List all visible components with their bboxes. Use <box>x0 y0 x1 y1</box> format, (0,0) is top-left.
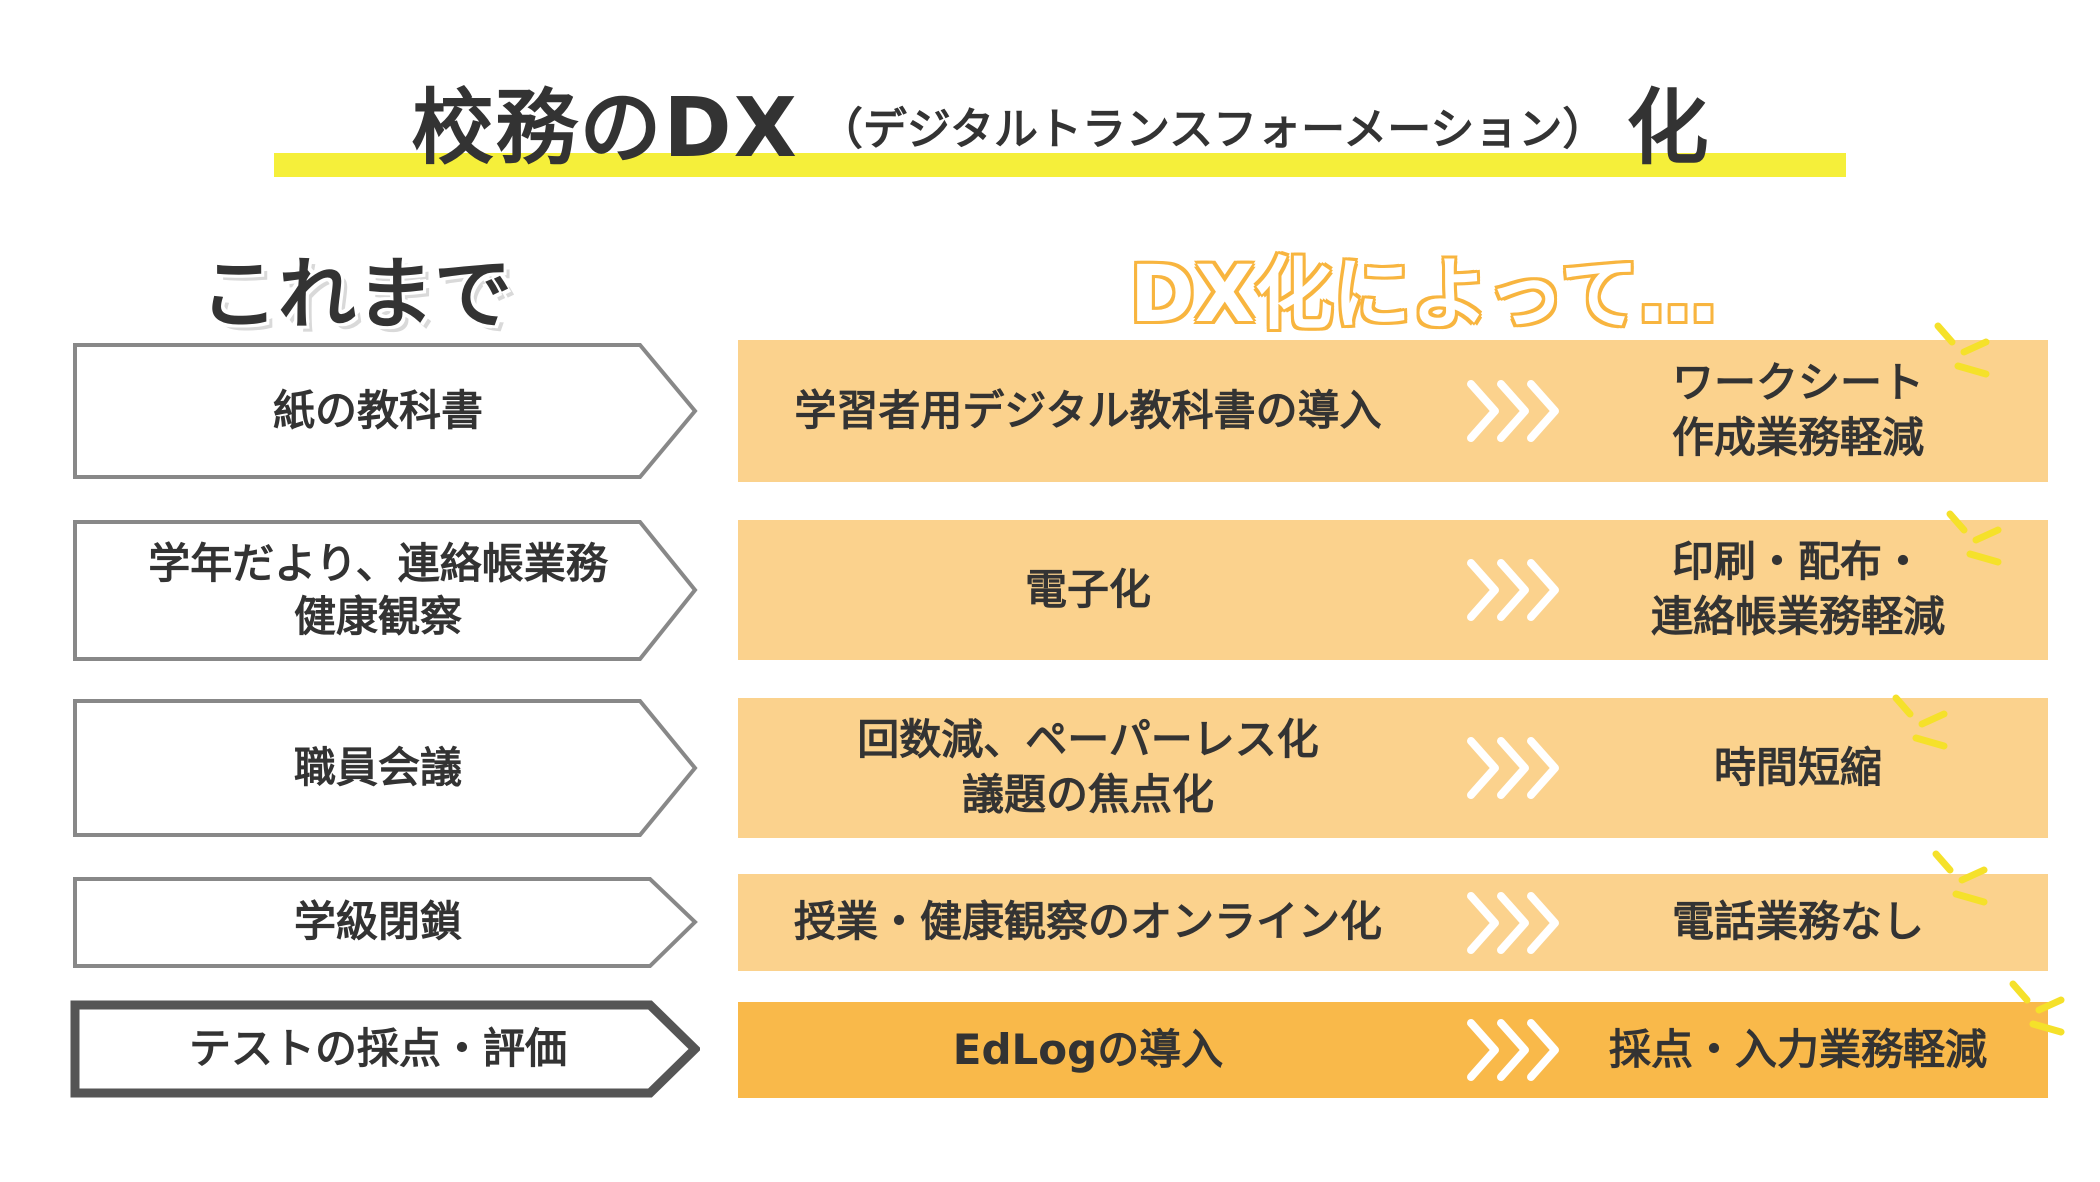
comparison-row-4: 学級閉鎖 授業・健康観察のオンライン化 電話業務なし <box>0 874 2100 971</box>
title-suffix: 化 <box>1626 80 1709 176</box>
sparkle-icon <box>1932 850 1988 906</box>
result-label-3: 時間短縮 <box>1713 742 1882 792</box>
comparison-row-1: 紙の教科書 学習者用デジタル教科書の導入 ワークシート 作成業務軽減 <box>0 340 2100 482</box>
chevrons-icon <box>1467 1019 1559 1081</box>
chevrons-icon <box>1467 737 1559 799</box>
result-label-5: 採点・入力業務軽減 <box>1608 1024 1987 1074</box>
result-label-1: ワークシート 作成業務軽減 <box>1671 358 1924 462</box>
change-label-5: EdLogの導入 <box>952 1024 1224 1074</box>
title-underline <box>274 153 1846 177</box>
arrow-shape-1 <box>73 343 698 479</box>
chevrons-icon <box>1467 380 1559 442</box>
after-band-3: 回数減、ペーパーレス化 議題の焦点化 時間短縮 <box>738 698 2048 838</box>
comparison-row-2: 学年だより、連絡帳業務 健康観察 電子化 印刷・配布・ 連絡帳業務軽減 <box>0 517 2100 664</box>
chevrons-icon <box>1467 892 1559 954</box>
arrow-shape-3 <box>73 699 698 837</box>
before-arrow-2: 学年だより、連絡帳業務 健康観察 <box>70 517 700 664</box>
chevrons-icon <box>1467 559 1559 621</box>
comparison-row-5: テストの採点・評価 EdLogの導入 採点・入力業務軽減 <box>0 1000 2100 1098</box>
after-band-1: 学習者用デジタル教科書の導入 ワークシート 作成業務軽減 <box>738 340 2048 482</box>
arrow-shape-2 <box>73 520 698 661</box>
after-header: DX化によって… <box>1130 250 1717 340</box>
comparison-row-3: 職員会議 回数減、ペーパーレス化 議題の焦点化 時間短縮 <box>0 696 2100 840</box>
arrow-shape-4 <box>73 877 698 968</box>
arrow-shape-5 <box>70 1000 700 1098</box>
before-label-2: 学年だより、連絡帳業務 健康観察 <box>148 539 608 641</box>
result-label-2: 印刷・配布・ 連絡帳業務軽減 <box>1650 537 1945 641</box>
change-label-3: 回数減、ペーパーレス化 議題の焦点化 <box>857 715 1319 819</box>
before-arrow-1: 紙の教科書 <box>70 340 700 482</box>
change-label-4: 授業・健康観察のオンライン化 <box>793 897 1382 947</box>
before-label-3: 職員会議 <box>293 742 462 792</box>
title-main: 校務のDX <box>411 80 799 176</box>
before-arrow-4: 学級閉鎖 <box>70 874 700 971</box>
before-header: これまで <box>200 250 513 340</box>
before-label-4: 学級閉鎖 <box>293 897 462 947</box>
change-label-1: 学習者用デジタル教科書の導入 <box>794 385 1382 435</box>
title-sub: （デジタルトランスフォーメーション） <box>818 104 1607 155</box>
before-arrow-5: テストの採点・評価 <box>70 1000 700 1098</box>
sparkle-icon <box>1892 694 1948 750</box>
after-band-2: 電子化 印刷・配布・ 連絡帳業務軽減 <box>738 520 2048 660</box>
title-area: 校務のDX （デジタルトランスフォーメーション） 化 <box>270 60 1850 190</box>
after-band-4: 授業・健康観察のオンライン化 電話業務なし <box>738 874 2048 971</box>
sparkle-icon <box>2009 980 2065 1036</box>
page-title: 校務のDX （デジタルトランスフォーメーション） 化 <box>270 60 1850 180</box>
after-band-5: EdLogの導入 採点・入力業務軽減 <box>738 1002 2048 1098</box>
sparkle-icon <box>1934 322 1990 378</box>
change-label-2: 電子化 <box>1024 564 1151 614</box>
before-arrow-3: 職員会議 <box>70 696 700 840</box>
before-label-5: テストの採点・評価 <box>188 1023 567 1073</box>
sparkle-icon <box>1946 510 2002 566</box>
before-label-1: 紙の教科書 <box>272 385 483 435</box>
result-label-4: 電話業務なし <box>1671 897 1924 947</box>
